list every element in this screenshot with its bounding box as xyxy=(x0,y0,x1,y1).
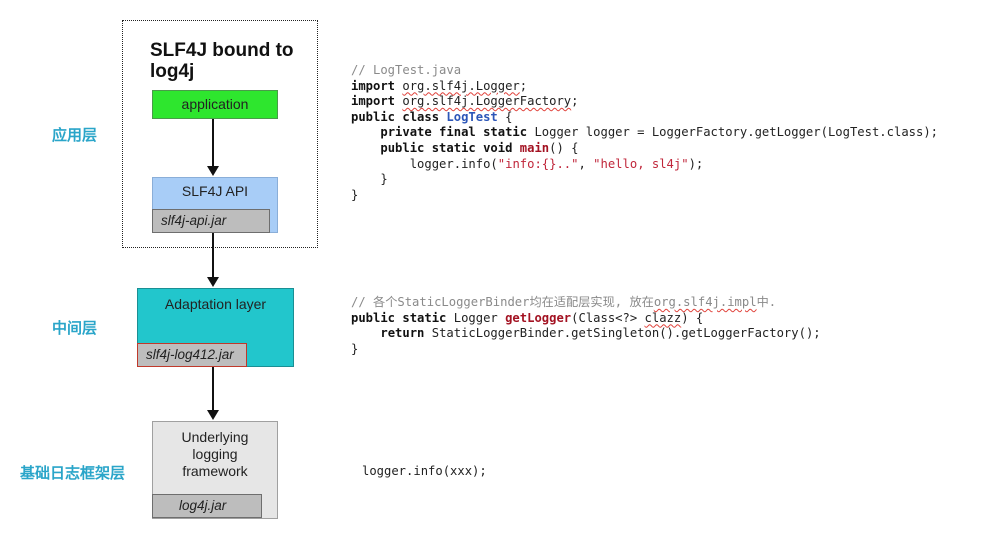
underlying-line-3: framework xyxy=(182,463,248,479)
code1-kw-import-2: import xyxy=(351,94,396,109)
adaptation-jar: slf4j-log412.jar xyxy=(137,343,247,367)
code1-string-2: "hello, sl4j" xyxy=(593,156,689,171)
code2-params-prefix: (Class<?> xyxy=(571,310,645,325)
code2-method-name: getLogger xyxy=(505,310,572,325)
slf4j-api-label: SLF4J API xyxy=(181,183,249,199)
code1-kw-public-class: public class xyxy=(351,109,440,124)
code1-import-logger: org.slf4j.Logger xyxy=(402,78,520,93)
code1-main-name: main xyxy=(519,140,550,155)
code1-main-rest: () { xyxy=(549,140,579,155)
code1-import-loggerfactory: org.slf4j.LoggerFactory xyxy=(402,94,572,109)
underlying-jar: log4j.jar xyxy=(152,494,262,518)
adaptation-layer-label: Adaptation layer xyxy=(164,296,267,312)
arrow-adaptation-to-underlying xyxy=(212,367,214,411)
code1-brace-open: { xyxy=(497,109,513,124)
arrow-app-to-api xyxy=(212,119,214,167)
code2-params-suffix: ) { xyxy=(681,310,704,325)
code-block-info-call: logger.info(xxx); xyxy=(362,464,487,478)
arrow-head-adaptation-to-underlying xyxy=(207,410,219,420)
code1-kw-private-final-static: private final static xyxy=(380,125,528,140)
code1-string-1: "info:{}.." xyxy=(497,156,579,171)
code1-kw-public-static-void: public static void xyxy=(380,140,513,155)
layer-label-base: 基础日志框架层 xyxy=(20,464,126,482)
code1-semi-1: ; xyxy=(519,78,528,93)
code2-kw-return: return xyxy=(380,326,425,341)
code2-comment-suffix: 中. xyxy=(756,295,777,309)
layer-label-middle: 中间层 xyxy=(52,319,98,337)
code1-comma: , xyxy=(578,156,594,171)
diagram-title: SLF4J bound to log4j xyxy=(150,40,294,82)
code1-info-prefix: logger.info( xyxy=(409,156,498,171)
code1-close-outer: } xyxy=(351,187,359,202)
code2-close: } xyxy=(351,341,359,356)
application-box: application xyxy=(152,90,278,119)
code1-comment: // LogTest.java xyxy=(351,63,462,77)
code1-class-name: LogTest xyxy=(446,109,498,124)
underlying-line-2: logging xyxy=(192,446,238,462)
arrow-head-api-to-adaptation xyxy=(207,277,219,287)
code1-kw-import-1: import xyxy=(351,78,396,93)
code1-field-decl: Logger logger = LoggerFactory.getLogger(… xyxy=(527,125,939,140)
layer-label-app: 应用层 xyxy=(52,126,98,144)
arrow-api-to-adaptation xyxy=(212,233,214,278)
code2-return-type: Logger xyxy=(446,310,506,325)
slf4j-api-jar: slf4j-api.jar xyxy=(152,209,270,233)
code1-info-suffix: ); xyxy=(688,156,704,171)
code1-semi-2: ; xyxy=(571,94,579,109)
code2-comment-pkg: org.slf4j.impl xyxy=(653,295,757,309)
code2-param-name: clazz xyxy=(644,310,682,325)
arrow-head-app-to-api xyxy=(207,166,219,176)
slf4j-binding-frame xyxy=(122,20,318,248)
code2-return-rest: StaticLoggerBinder.getSingleton().getLog… xyxy=(424,326,821,341)
code2-comment-prefix: // 各个StaticLoggerBinder均在适配层实现, 放在 xyxy=(351,295,654,309)
underlying-line-1: Underlying xyxy=(181,429,249,445)
code2-kw-public-static: public static xyxy=(351,310,447,325)
code1-close-inner: } xyxy=(380,172,388,187)
code-block-getlogger: // 各个StaticLoggerBinder均在适配层实现, 放在org.sl… xyxy=(351,295,821,357)
